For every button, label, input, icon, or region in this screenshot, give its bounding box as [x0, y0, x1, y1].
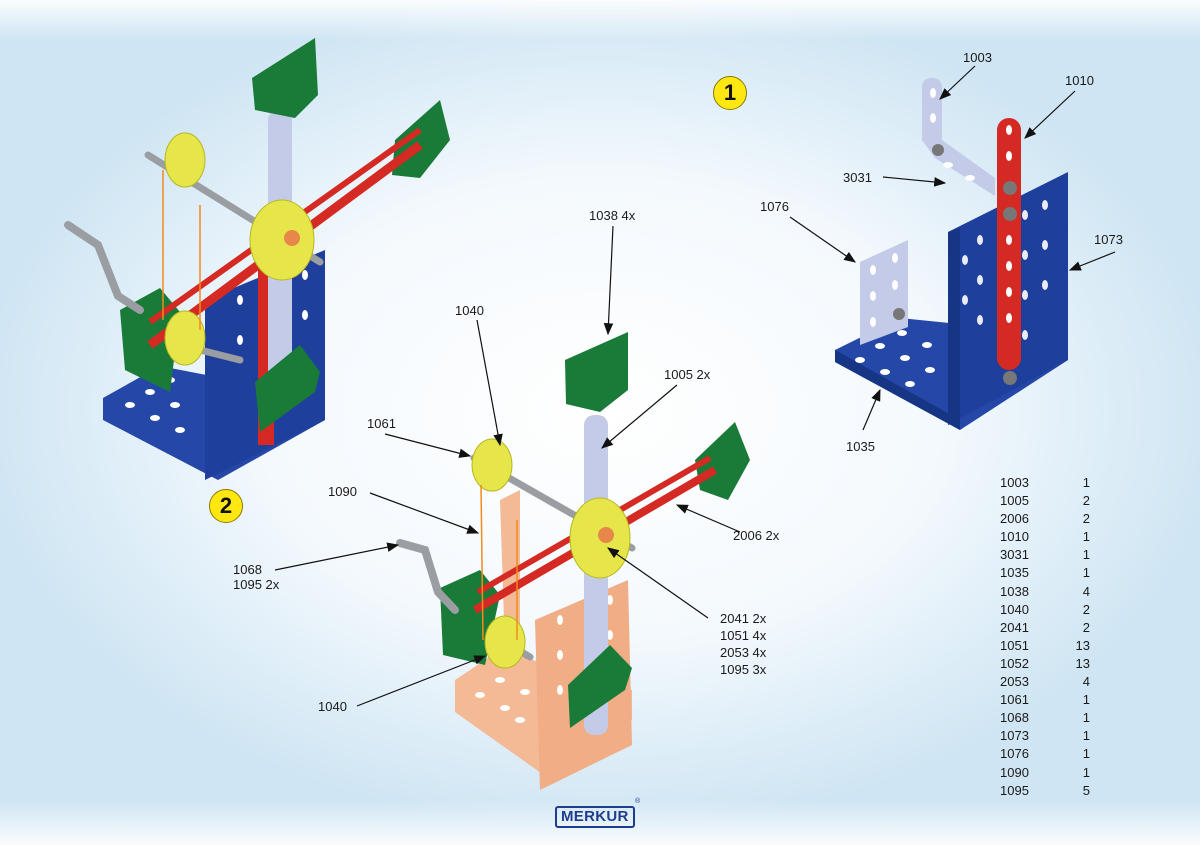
part-quantity: 4 [1082, 674, 1090, 690]
parts-list-row: 1052 13 [1000, 655, 1090, 673]
step-2-badge: 2 [209, 489, 243, 523]
part-number: 1035 [1000, 565, 1029, 581]
callout-1003: 1003 [963, 50, 992, 65]
parts-list-row: 1040 2 [1000, 601, 1090, 619]
part-quantity: 2 [1082, 511, 1090, 527]
part-number: 3031 [1000, 547, 1029, 563]
parts-list-row: 2053 4 [1000, 673, 1090, 691]
part-number: 1051 [1000, 637, 1029, 653]
part-number: 1040 [1000, 601, 1029, 617]
parts-list-row: 1051 13 [1000, 637, 1090, 655]
parts-list-row: 1010 1 [1000, 528, 1090, 546]
parts-list-row: 1090 1 [1000, 764, 1090, 782]
part-number: 1076 [1000, 746, 1029, 762]
part-quantity: 1 [1082, 710, 1090, 726]
parts-list-row: 1003 1 [1000, 474, 1090, 492]
part-quantity: 5 [1082, 782, 1090, 798]
callout-1010: 1010 [1065, 73, 1094, 88]
part-quantity: 1 [1082, 746, 1090, 762]
callout-3031: 3031 [843, 170, 872, 185]
part-number: 1005 [1000, 493, 1029, 509]
part-quantity: 1 [1082, 728, 1090, 744]
callout-hub-group: 2041 2x 1051 4x 2053 4x 1095 3x [720, 610, 766, 678]
callout-line: 2053 4x [720, 645, 767, 660]
part-number: 2041 [1000, 619, 1029, 635]
callout-1040-top: 1040 [455, 303, 484, 318]
callout-1068-group: 1068 1095 2x [233, 562, 279, 592]
callout-1090: 1090 [328, 484, 357, 499]
callout-line: 1068 [233, 562, 262, 577]
part-quantity: 2 [1082, 619, 1090, 635]
callout-line: 1095 2x [233, 577, 280, 592]
part-number: 1095 [1000, 782, 1029, 798]
part-quantity: 13 [1075, 655, 1090, 671]
part-quantity: 2 [1082, 601, 1090, 617]
step-1-badge: 1 [713, 76, 747, 110]
parts-list-row: 2041 2 [1000, 619, 1090, 637]
callout-1038: 1038 4x [589, 208, 636, 223]
parts-list-row: 1005 2 [1000, 492, 1090, 510]
parts-list-row: 1095 5 [1000, 782, 1090, 800]
callout-2006: 2006 2x [733, 528, 780, 543]
callout-1076: 1076 [760, 199, 789, 214]
step2-leaders [274, 225, 741, 707]
part-1076-flat-plate [860, 240, 908, 345]
part-1003-angle-bracket [922, 78, 995, 196]
part-quantity: 1 [1082, 475, 1090, 490]
part-quantity: 13 [1075, 637, 1090, 653]
part-number: 1061 [1000, 692, 1029, 708]
part-number: 1003 [1000, 475, 1029, 490]
part-quantity: 1 [1082, 529, 1090, 545]
part-number: 1010 [1000, 529, 1029, 545]
part-number: 1073 [1000, 728, 1029, 744]
parts-list-row: 1076 1 [1000, 745, 1090, 763]
parts-list-row: 2006 2 [1000, 510, 1090, 528]
parts-list-row: 1068 1 [1000, 709, 1090, 727]
exploded-view [396, 332, 750, 790]
callout-1035: 1035 [846, 439, 875, 454]
parts-list-row: 1035 1 [1000, 564, 1090, 582]
callout-1040-bottom: 1040 [318, 699, 347, 714]
parts-list-row: 1073 1 [1000, 727, 1090, 745]
callout-1061: 1061 [367, 416, 396, 431]
step2-model [64, 38, 450, 480]
callout-line: 1051 4x [720, 628, 767, 643]
part-quantity: 1 [1082, 764, 1090, 780]
part-number: 2006 [1000, 511, 1029, 527]
part-quantity: 1 [1082, 692, 1090, 708]
merkur-logo: MERKUR [555, 806, 635, 828]
parts-list-row: 1038 4 [1000, 583, 1090, 601]
registered-mark: ® [635, 798, 641, 805]
callout-1005: 1005 2x [664, 367, 711, 382]
part-quantity: 1 [1082, 565, 1090, 581]
step1-leaders [789, 65, 1116, 431]
parts-list-row: 1061 1 [1000, 691, 1090, 709]
parts-list: 1003 1 1005 2 2006 2 1010 1 3031 1 1035 1 1038 4 1040 2… [1000, 474, 1090, 800]
part-quantity: 2 [1082, 493, 1090, 509]
callout-line: 2041 2x [720, 611, 767, 626]
callout-1073: 1073 [1094, 232, 1123, 247]
part-number: 2053 [1000, 674, 1029, 690]
step1-model [835, 78, 1068, 430]
callout-line: 1095 3x [720, 662, 767, 677]
part-number: 1052 [1000, 655, 1029, 671]
part-quantity: 1 [1082, 547, 1090, 563]
part-number: 1090 [1000, 764, 1029, 780]
parts-list-row: 3031 1 [1000, 546, 1090, 564]
part-quantity: 4 [1082, 583, 1090, 599]
part-number: 1068 [1000, 710, 1029, 726]
part-number: 1038 [1000, 583, 1029, 599]
